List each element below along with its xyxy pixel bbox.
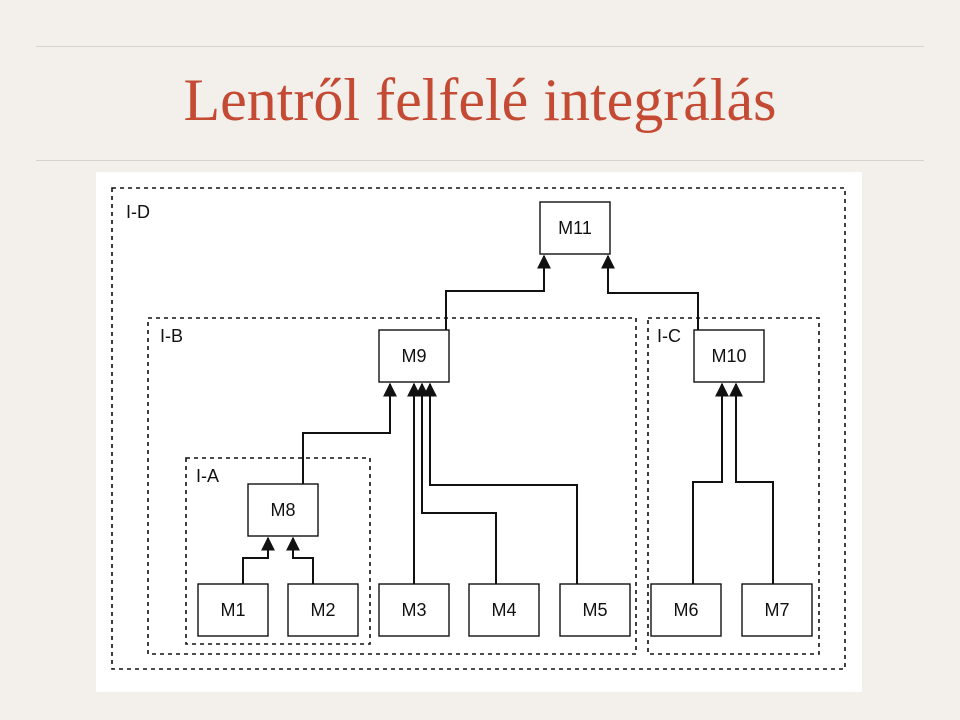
top-rule — [36, 46, 924, 47]
module-label: M11 — [558, 218, 592, 238]
module-box-frame — [287, 583, 359, 637]
module-box-m4: M4 — [468, 583, 540, 637]
edge-m2-to-m8 — [286, 536, 314, 584]
edge-m7-to-m10 — [729, 382, 774, 584]
module-label: M1 — [220, 600, 245, 620]
module-label: M5 — [582, 600, 607, 620]
module-box-m5: M5 — [559, 583, 631, 637]
edge-m5-to-m9 — [423, 382, 578, 584]
group-frame-i-d — [111, 187, 846, 670]
module-box-frame — [650, 583, 722, 637]
module-box-frame — [559, 583, 631, 637]
module-box-frame — [378, 329, 450, 383]
module-box-m11: M11 — [539, 201, 611, 255]
module-box-frame — [539, 201, 611, 255]
module-box-m1: M1 — [197, 583, 269, 637]
edge-m10-to-m11 — [601, 254, 699, 330]
group-label-i-b: I-B — [160, 326, 183, 346]
module-box-m3: M3 — [378, 583, 450, 637]
edge-m6-to-m10 — [692, 382, 729, 584]
module-label: M7 — [764, 600, 789, 620]
module-label: M6 — [673, 600, 698, 620]
module-label: M4 — [491, 600, 516, 620]
module-label: M9 — [401, 346, 426, 366]
bottom-rule — [36, 160, 924, 161]
group-frame-i-a — [185, 457, 371, 645]
group-label-i-c: I-C — [657, 326, 681, 346]
edge-m9-to-m11 — [445, 254, 551, 330]
edge-m1-to-m8 — [242, 536, 275, 584]
module-box-frame — [693, 329, 765, 383]
module-box-m8: M8 — [247, 483, 319, 537]
module-label: M3 — [401, 600, 426, 620]
module-box-frame — [741, 583, 813, 637]
module-box-frame — [378, 583, 450, 637]
module-box-m2: M2 — [287, 583, 359, 637]
group-label-i-d: I-D — [126, 202, 150, 222]
module-label: M2 — [310, 600, 335, 620]
module-box-frame — [247, 483, 319, 537]
module-box-m6: M6 — [650, 583, 722, 637]
slide-title: Lentről felfelé integrálás — [183, 67, 777, 133]
group-label-i-a: I-A — [196, 466, 219, 486]
edge-m4-to-m9 — [415, 382, 497, 584]
module-label: M10 — [711, 346, 746, 366]
module-box-frame — [468, 583, 540, 637]
module-box-m9: M9 — [378, 329, 450, 383]
module-label: M8 — [270, 500, 295, 520]
module-box-m7: M7 — [741, 583, 813, 637]
module-box-frame — [197, 583, 269, 637]
group-frame-i-b — [147, 317, 637, 655]
module-box-m10: M10 — [693, 329, 765, 383]
edge-m8-to-m9 — [302, 382, 397, 484]
group-frame-i-c — [647, 317, 820, 655]
